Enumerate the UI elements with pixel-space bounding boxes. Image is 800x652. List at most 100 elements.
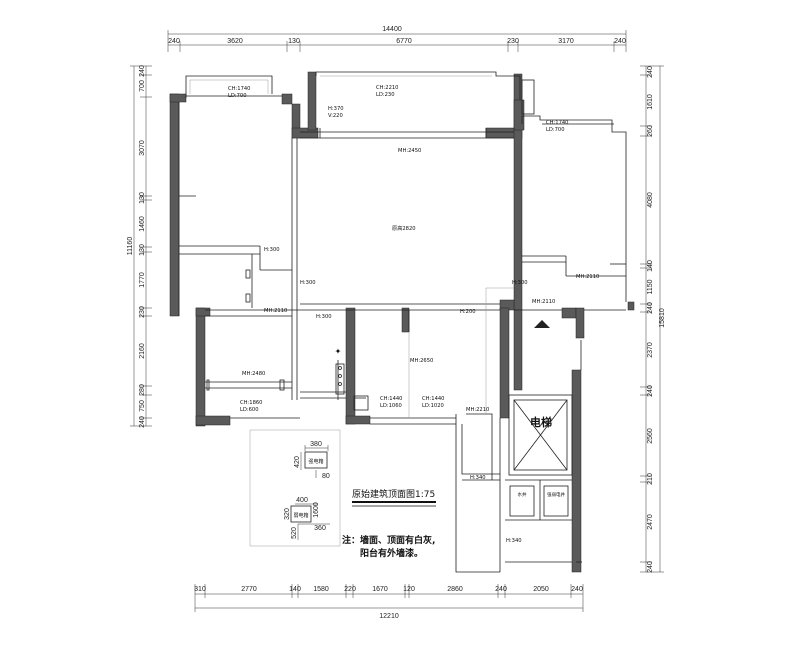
label-ld-700-a: LD:700	[228, 93, 247, 99]
bottom-dim-8: 2860	[447, 586, 463, 593]
top-total-dim: 14400	[382, 26, 402, 33]
legend-dim-320: 320	[284, 508, 291, 520]
label-h-200: H:200	[460, 309, 476, 315]
label-ch-1860: CH:1860	[240, 400, 262, 406]
right-dim-13: 240	[647, 561, 654, 573]
label-water-well: 水井	[518, 491, 527, 498]
bottom-dim-4: 1580	[313, 586, 329, 593]
bottom-dimension-chain: 310 2770 140 1580 220 1670 120 2860 240 …	[194, 584, 584, 620]
right-dim-2: 1610	[647, 94, 654, 110]
label-ld-600: LD:600	[240, 407, 259, 413]
label-ch-2210: CH:2210	[376, 85, 398, 91]
left-dim-6: 130	[139, 244, 146, 256]
crosshair-icon: ✦	[335, 347, 342, 356]
top-dimension-chain: 14400 240 3620 130 6770 230 3170 240	[167, 26, 627, 52]
right-dim-3: 260	[647, 125, 654, 137]
legend-dim-80: 80	[322, 473, 330, 480]
label-h-300-c: H:300	[316, 314, 332, 320]
bottom-dim-2: 2770	[241, 586, 257, 593]
top-dim-7: 240	[614, 38, 626, 45]
weak-power-box-icon	[290, 505, 312, 523]
left-dim-8: 230	[139, 306, 146, 318]
left-dim-2: 700	[139, 80, 146, 92]
label-h-300-d: H:300	[512, 280, 528, 286]
legend-dim-380: 380	[310, 441, 322, 448]
right-dim-5: 140	[647, 260, 654, 272]
label-ceiling-height: 原高2820	[392, 224, 416, 232]
legend-dim-520: 520	[291, 527, 298, 539]
label-mh-2650: MH:2650	[410, 358, 433, 364]
label-v-220: V:220	[328, 113, 343, 119]
label-elevator: 电梯	[530, 415, 552, 429]
label-elec-well: 强弱电井	[547, 491, 565, 498]
bottom-total-dim: 12210	[379, 613, 399, 620]
drawing-title: 原始建筑顶面图1:75	[352, 488, 435, 500]
left-dim-12: 240	[139, 416, 146, 428]
strong-power-box-icon	[304, 451, 328, 469]
legend-box-a: 强电箱	[308, 458, 323, 465]
right-dim-10: 2560	[647, 428, 654, 444]
right-dim-12: 2470	[647, 514, 654, 530]
right-dim-6: 1150	[647, 279, 654, 294]
label-h-340-a: H:340	[470, 475, 486, 481]
label-mh-2450: MH:2450	[398, 148, 421, 154]
label-ch-1740-a: CH:1740	[228, 86, 250, 92]
left-dim-3: 3070	[139, 140, 146, 156]
top-dim-5: 230	[507, 38, 519, 45]
drawing-title-block: 原始建筑顶面图1:75 注：墙面、顶面有白灰, 阳台有外墙漆。	[342, 488, 436, 559]
label-ld-1020: LD:1020	[422, 403, 444, 409]
label-ld-700-b: LD:700	[546, 127, 565, 133]
bottom-dim-10: 2050	[533, 586, 549, 593]
note-line-1: 注：墙面、顶面有白灰,	[342, 534, 435, 546]
room-annotations: CH:1740 LD:700 CH:2210 LD:230 H:370 V:22…	[228, 85, 599, 544]
left-dim-4: 130	[139, 192, 146, 204]
right-dim-8: 2370	[647, 342, 654, 358]
bottom-dim-11: 240	[571, 586, 583, 593]
right-dim-9: 240	[647, 385, 654, 397]
right-dimension-chain: 15810 240 1610 260 4080 140 1150 240 237…	[640, 65, 666, 573]
left-dim-1: 240	[139, 65, 146, 77]
label-h-300-b: H:300	[300, 280, 316, 286]
label-mh-2110-b: MH:2110	[576, 274, 599, 280]
label-h-370: H:370	[328, 106, 344, 112]
note-line-2: 阳台有外墙漆。	[360, 547, 423, 559]
bottom-dim-7: 120	[403, 586, 415, 593]
top-dim-4: 6770	[396, 38, 412, 45]
left-dimension-chain: 11160 240 700 3070 130 1460 130 1770 230…	[127, 65, 152, 428]
distribution-box-legend: 380 420 强电箱 80 400 1600 320 弱电箱 360 520	[284, 441, 330, 540]
label-mh-2110-a: MH:2110	[264, 308, 287, 314]
top-dim-2: 3620	[227, 38, 243, 45]
label-ch-1740-b: CH:1740	[546, 120, 568, 126]
label-ld-1060: LD:1060	[380, 403, 402, 409]
top-dim-3: 130	[288, 38, 300, 45]
bottom-dim-3: 140	[289, 586, 301, 593]
bottom-dim-6: 1670	[372, 586, 388, 593]
label-h-340-b: H:340	[506, 538, 522, 544]
top-dim-6: 3170	[558, 38, 574, 45]
left-dim-9: 2160	[139, 343, 146, 359]
label-mh-2210: MH:2210	[466, 407, 489, 413]
label-ch-1440-b: CH:1440	[422, 396, 444, 402]
partition-lines: ✦	[178, 71, 627, 573]
left-dim-10: 280	[139, 384, 146, 396]
bottom-dim-1: 310	[194, 586, 206, 593]
bottom-dim-9: 240	[495, 586, 507, 593]
left-total-dim: 11160	[127, 237, 134, 256]
bottom-dim-5: 220	[344, 586, 356, 593]
legend-dim-420: 420	[294, 456, 301, 468]
entrance-arrow-icon	[534, 320, 550, 328]
label-ld-230: LD:230	[376, 92, 395, 98]
right-dim-11: 210	[647, 473, 654, 485]
right-dim-1: 240	[647, 66, 654, 78]
label-mh-2110-c: MH:2110	[532, 299, 555, 305]
right-total-dim: 15810	[659, 308, 666, 328]
left-dim-11: 750	[139, 400, 146, 412]
right-dim-7: 240	[647, 302, 654, 314]
structural-walls	[169, 71, 635, 573]
label-h-300-a: H:300	[264, 247, 280, 253]
left-dim-7: 1770	[139, 272, 146, 288]
left-dim-5: 1460	[139, 216, 146, 232]
legend-dim-1600: 1600	[313, 502, 320, 518]
legend-dim-400: 400	[296, 497, 308, 504]
